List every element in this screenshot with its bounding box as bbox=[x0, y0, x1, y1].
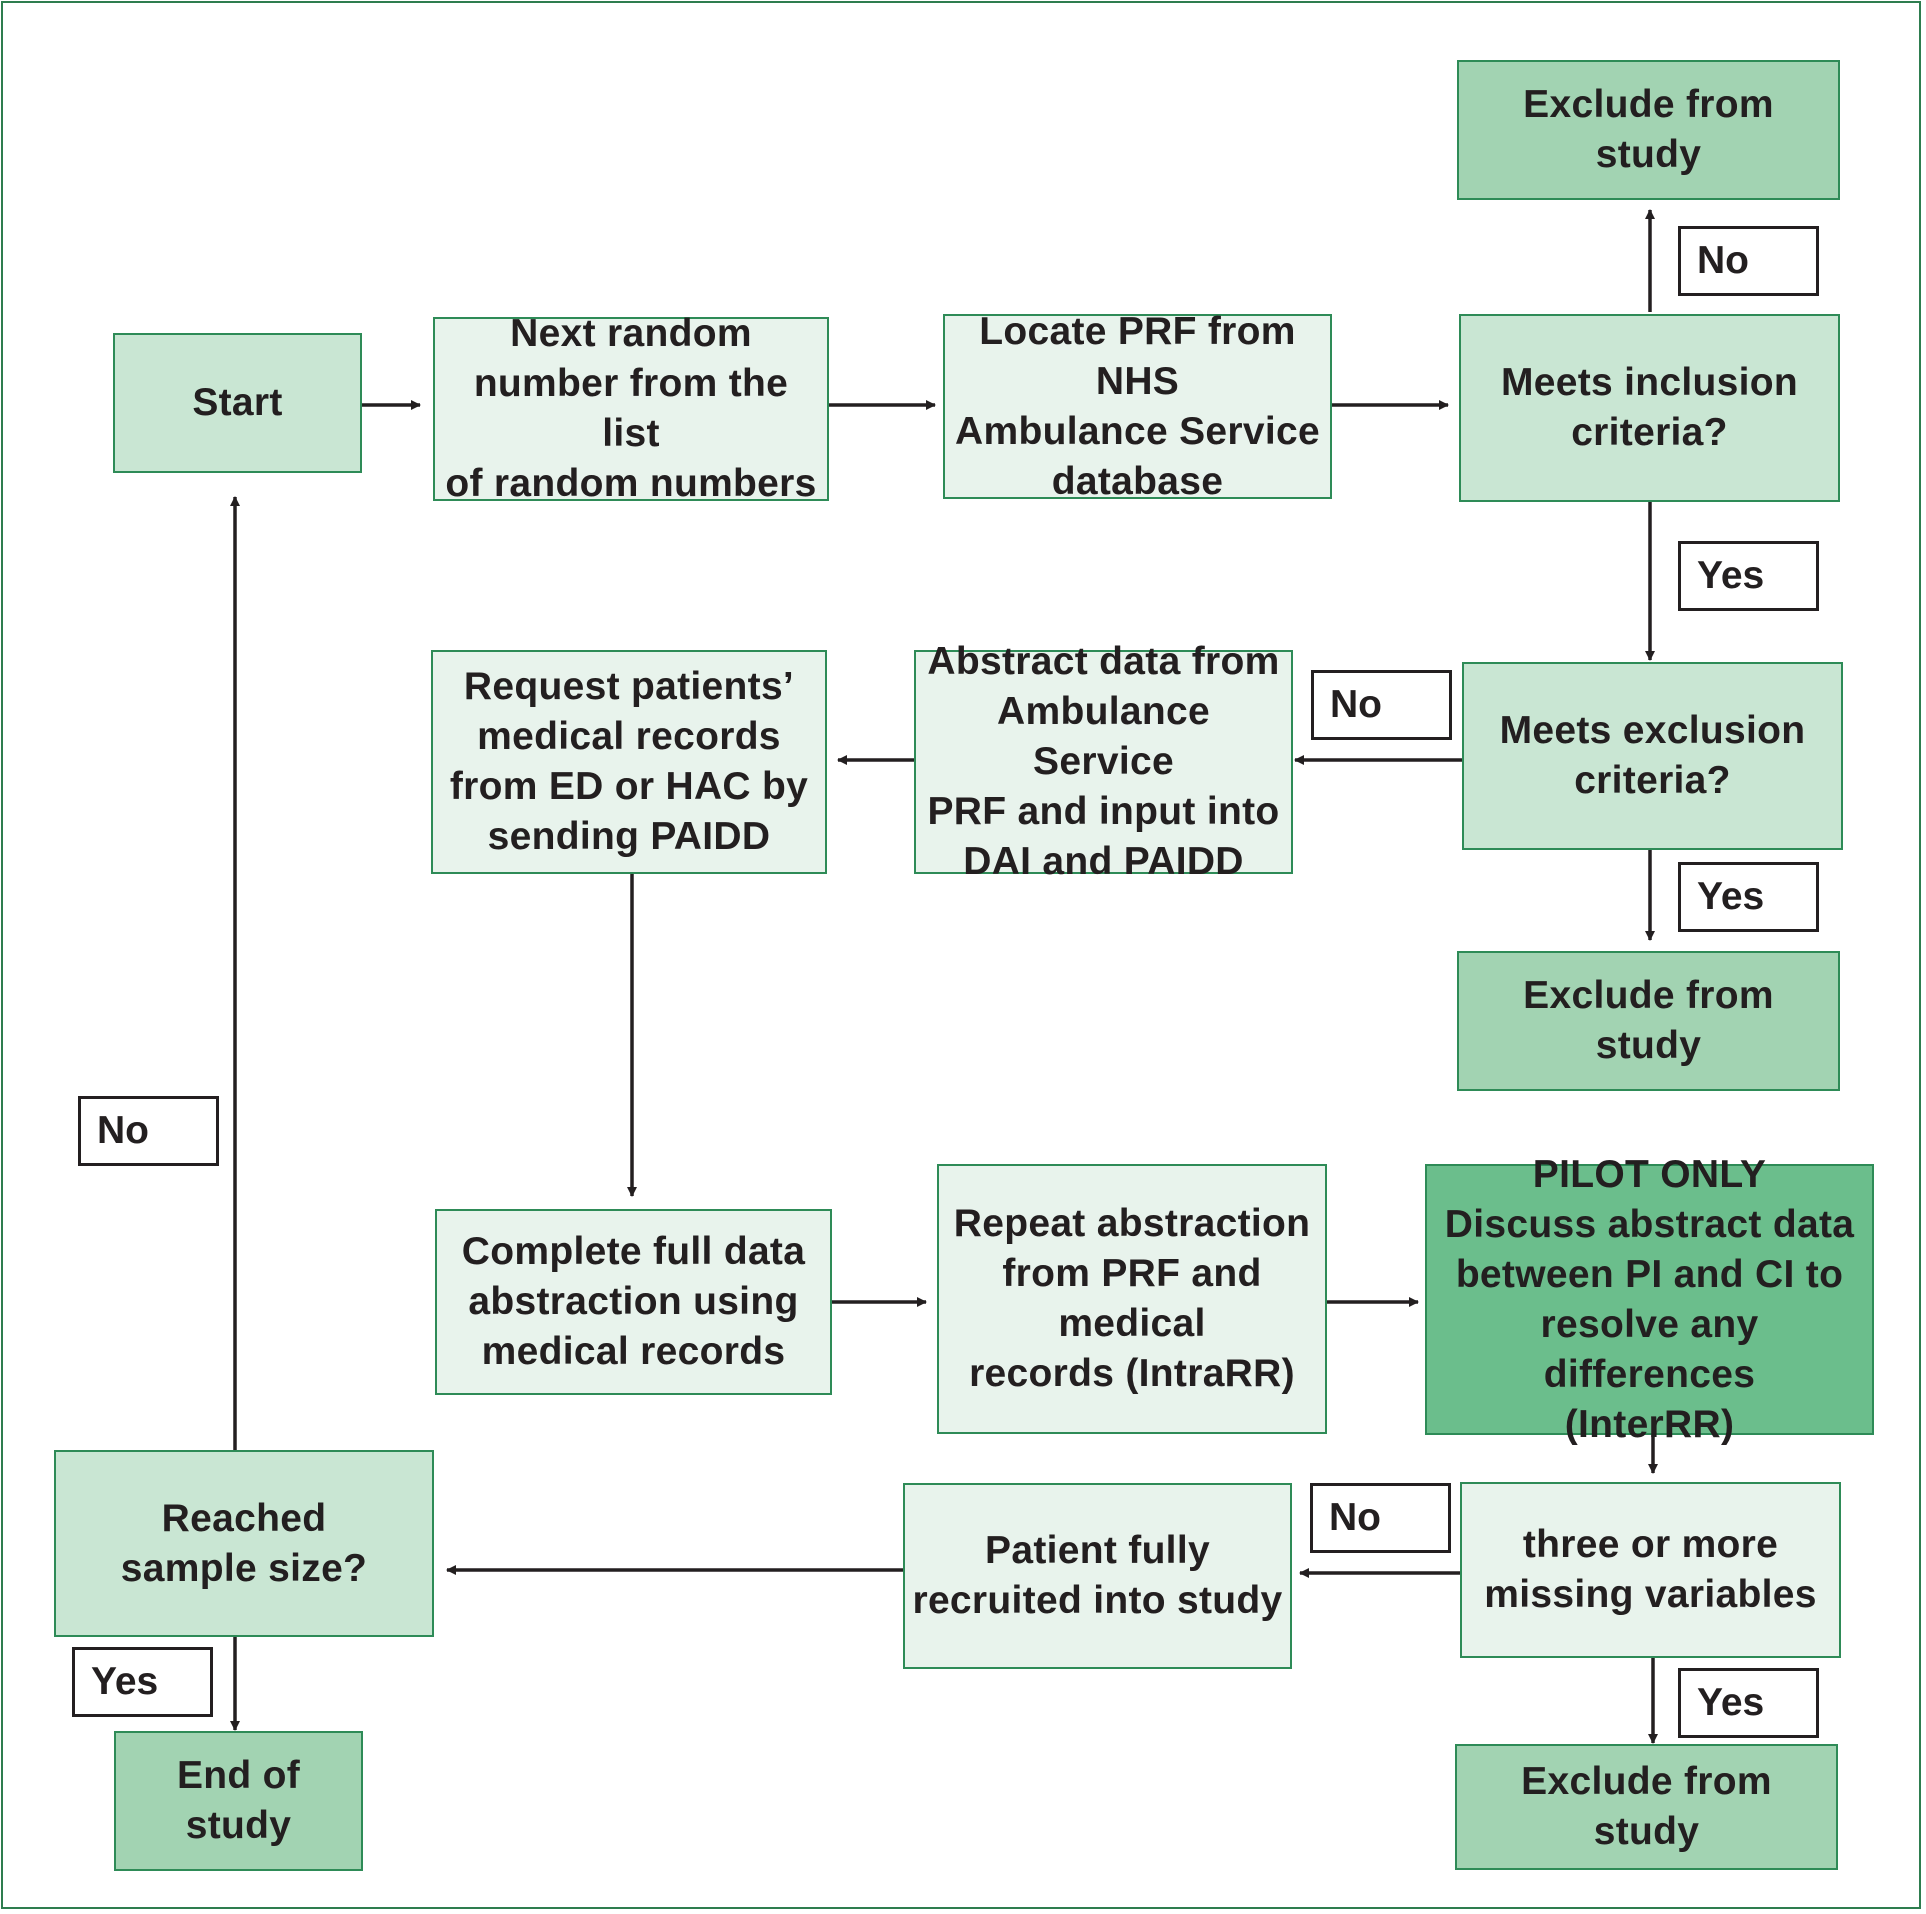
next-random-node: Next random number from the list of rand… bbox=[433, 312, 829, 505]
end-of-study-node: End of study bbox=[114, 1731, 363, 1871]
start-node: Start bbox=[113, 333, 362, 473]
complete-abstraction-node: Complete full data abstraction using med… bbox=[435, 1209, 832, 1395]
reached-sample-node: Reached sample size? bbox=[54, 1450, 434, 1637]
sample-yes-label: Yes bbox=[72, 1647, 213, 1717]
exclusion-no-label: No bbox=[1311, 670, 1452, 740]
fully-recruited-node: Patient fully recruited into study bbox=[903, 1483, 1292, 1669]
meets-exclusion-node: Meets exclusion criteria? bbox=[1462, 662, 1843, 850]
inclusion-no-label: No bbox=[1678, 226, 1819, 296]
exclude-node-1: Exclude from study bbox=[1457, 60, 1840, 200]
meets-inclusion-node: Meets inclusion criteria? bbox=[1459, 314, 1840, 502]
exclusion-yes-label: Yes bbox=[1678, 862, 1819, 932]
repeat-abstraction-node: Repeat abstraction from PRF and medical … bbox=[937, 1164, 1327, 1434]
request-records-node: Request patients’ medical records from E… bbox=[431, 650, 827, 874]
pilot-only-node: PILOT ONLY Discuss abstract data between… bbox=[1425, 1153, 1874, 1446]
locate-prf-node: Locate PRF from NHS Ambulance Service da… bbox=[943, 310, 1332, 503]
sample-no-label: No bbox=[78, 1096, 219, 1166]
missing-yes-label: Yes bbox=[1678, 1668, 1819, 1738]
missing-variables-node: three or more missing variables bbox=[1460, 1482, 1841, 1658]
exclude-node-2: Exclude from study bbox=[1457, 951, 1840, 1091]
missing-no-label: No bbox=[1310, 1483, 1451, 1553]
abstract-data-node: Abstract data from Ambulance Service PRF… bbox=[914, 640, 1293, 883]
inclusion-yes-label: Yes bbox=[1678, 541, 1819, 611]
exclude-node-3: Exclude from study bbox=[1455, 1744, 1838, 1870]
